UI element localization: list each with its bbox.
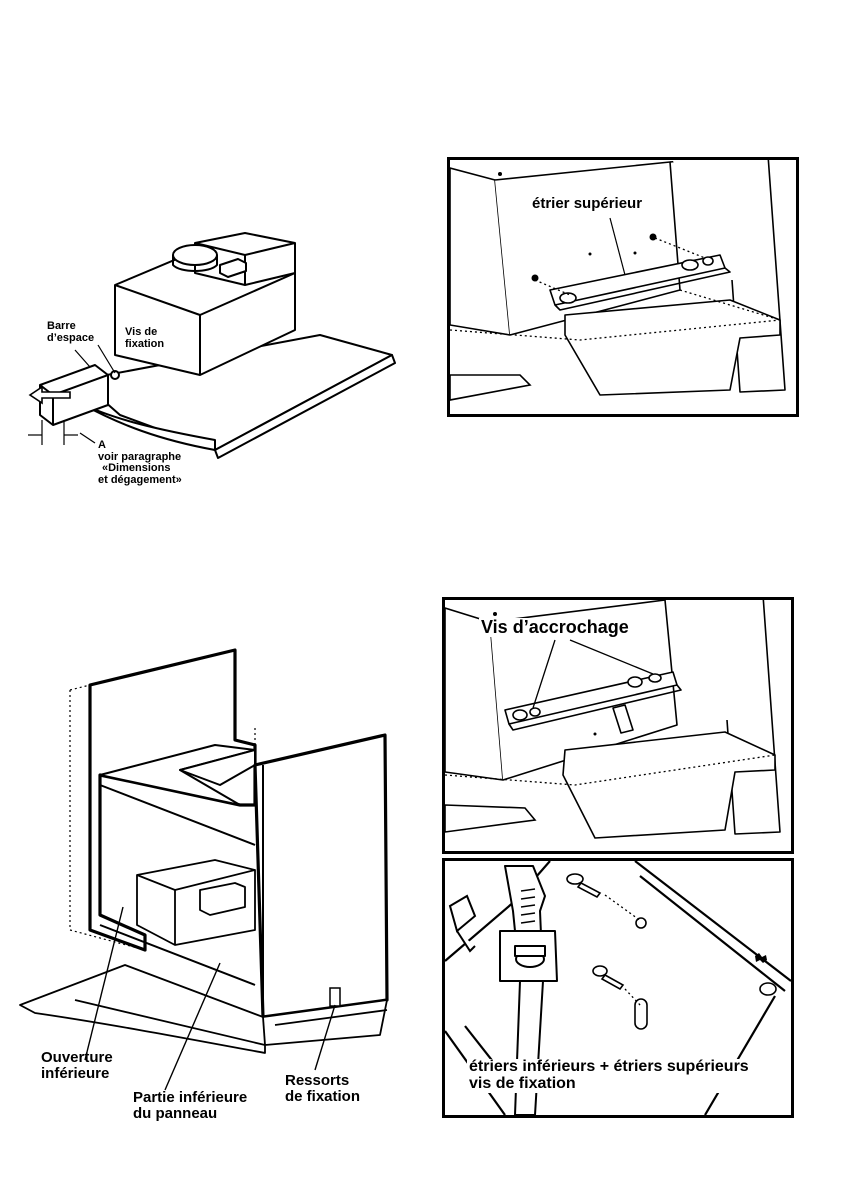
label-lower-opening-line1: Ouverture <box>41 1050 113 1066</box>
label-dimension-note-line3: et dégagement» <box>98 475 182 487</box>
label-lower-opening-line2: inférieure <box>41 1066 113 1082</box>
label-brackets-caption-line2: vis de fixation <box>469 1076 749 1093</box>
label-fixing-springs: Ressorts de fixation <box>285 1073 360 1105</box>
hood-spacer-drawing <box>20 215 420 505</box>
label-fixing-screw-line1: Vis de <box>125 327 164 339</box>
label-lower-opening: Ouverture inférieure <box>41 1050 113 1082</box>
label-spacer-bar-line1: Barre <box>47 321 94 333</box>
label-dimension-a: A voir paragraphe «Dimensions et dégagem… <box>98 440 182 486</box>
label-dimension-note-line2: «Dimensions <box>98 463 182 475</box>
label-brackets-caption-line1: étriers inférieurs + étriers supérieurs <box>469 1059 749 1076</box>
fig-hood-spacer: Barre d’espace Vis de fixation A voir pa… <box>20 215 420 505</box>
fig-hanging-screws: Vis d’accrochage <box>442 597 794 854</box>
label-fixing-screw: Vis de fixation <box>125 327 164 350</box>
label-fixing-springs-line1: Ressorts <box>285 1073 360 1089</box>
label-spacer-bar: Barre d’espace <box>47 321 94 344</box>
fig-cabinet-opening: Ouverture inférieure Partie inférieure d… <box>15 645 410 1135</box>
fig-upper-bracket: étrier supérieur <box>447 157 799 417</box>
label-panel-bottom-line1: Partie inférieure <box>133 1090 247 1106</box>
label-dimension-letter: A <box>98 440 182 452</box>
label-spacer-bar-line2: d’espace <box>47 333 94 345</box>
label-hanging-screws: Vis d’accrochage <box>479 618 631 637</box>
label-upper-bracket: étrier supérieur <box>530 196 644 212</box>
fig-brackets-screws: étriers inférieurs + étriers supérieurs … <box>442 858 794 1118</box>
label-fixing-springs-line2: de fixation <box>285 1089 360 1105</box>
label-fixing-screw-line2: fixation <box>125 339 164 351</box>
label-brackets-caption: étriers inférieurs + étriers supérieurs … <box>467 1059 751 1093</box>
label-panel-bottom: Partie inférieure du panneau <box>133 1090 247 1122</box>
hanging-screws-drawing <box>445 600 791 851</box>
label-panel-bottom-line2: du panneau <box>133 1106 247 1122</box>
cabinet-opening-drawing <box>15 645 410 1065</box>
